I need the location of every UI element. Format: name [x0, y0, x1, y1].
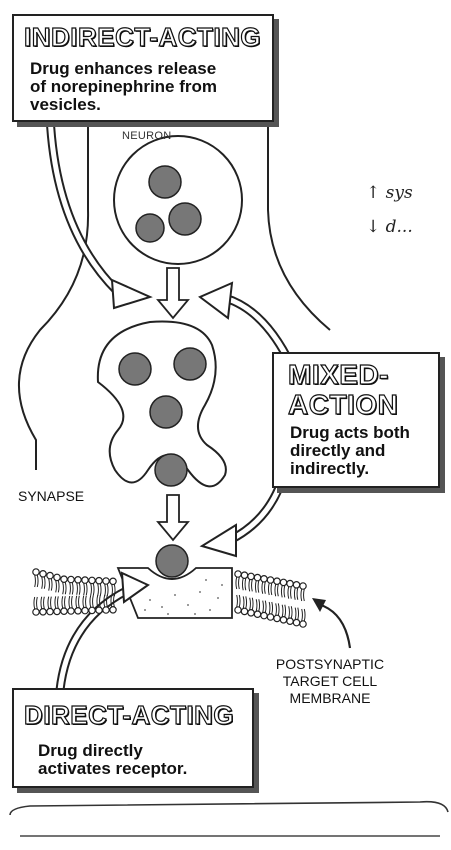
mixed-action-description: Drug acts both directly and indirectly. — [290, 424, 410, 478]
indirect-acting-title: INDIRECT-ACTING — [24, 24, 261, 50]
phospholipid — [267, 577, 273, 595]
phospholipid — [267, 602, 273, 620]
phospholipid — [75, 596, 81, 614]
phospholipid — [40, 597, 46, 615]
vesicle — [136, 214, 164, 242]
direct-acting-box: DIRECT-ACTING Drug directly activates re… — [12, 688, 254, 788]
phospholipid — [254, 574, 260, 592]
vesicle — [155, 454, 187, 486]
phospholipid — [300, 583, 306, 601]
phospholipid — [241, 596, 247, 614]
phospholipid — [33, 597, 39, 615]
phospholipid — [274, 578, 280, 596]
direct-acting-title: DIRECT-ACTING — [24, 702, 234, 728]
phospholipid — [261, 576, 267, 594]
phospholipid — [61, 596, 67, 614]
vesicle — [119, 353, 151, 385]
phospholipid — [241, 572, 247, 590]
neurotransmitter-on-receptor — [156, 545, 188, 577]
handwritten-note: ↑ sys ↓ d... — [366, 176, 413, 244]
phospholipid — [235, 571, 241, 589]
release-arrow-down — [158, 268, 188, 318]
desc-line: indirectly. — [290, 460, 410, 478]
phospholipid — [96, 578, 102, 596]
phospholipid — [287, 606, 293, 624]
desc-line: Drug enhances release — [30, 60, 217, 78]
mixed-arrowhead-down — [202, 525, 236, 556]
phospholipid — [287, 580, 293, 598]
phospholipid — [47, 572, 53, 590]
direct-arrow — [60, 590, 128, 690]
phospholipid — [248, 573, 254, 591]
handwritten-underline — [10, 802, 448, 815]
vesicle — [169, 203, 201, 235]
phospholipid — [33, 569, 39, 587]
desc-line: vesicles. — [30, 96, 217, 114]
indirect-acting-box: INDIRECT-ACTING Drug enhances release of… — [12, 14, 274, 122]
phospholipid — [280, 579, 286, 597]
synapse-label: SYNAPSE — [18, 488, 84, 504]
phospholipid — [274, 603, 280, 621]
label-line: TARGET CELL — [250, 673, 410, 690]
indirect-acting-description: Drug enhances release of norepinephrine … — [30, 60, 217, 114]
phospholipid — [68, 596, 74, 614]
label-line: POSTSYNAPTIC — [250, 656, 410, 673]
note-line: ↑ sys — [366, 176, 413, 210]
phospholipid — [89, 577, 95, 595]
title-line: ACTION — [288, 390, 398, 420]
neuron-cell-circle — [114, 136, 242, 264]
phospholipid — [61, 576, 67, 594]
phospholipid — [261, 601, 267, 619]
phospholipid — [54, 596, 60, 614]
neuron-outline-right — [268, 100, 330, 330]
mixed-arrowhead-up — [200, 283, 232, 318]
phospholipid — [47, 597, 53, 615]
phospholipid — [103, 578, 109, 596]
vesicle — [174, 348, 206, 380]
phospholipid — [68, 576, 74, 594]
desc-line: Drug directly — [38, 742, 187, 760]
mixed-action-box: MIXED- ACTION Drug acts both directly an… — [272, 352, 440, 488]
phospholipid — [280, 605, 286, 623]
phospholipid — [75, 577, 81, 595]
phospholipid — [82, 577, 88, 595]
desc-line: of norepinephrine from — [30, 78, 217, 96]
desc-line: activates receptor. — [38, 760, 187, 778]
indirect-arrow — [50, 115, 118, 292]
mixed-action-title: MIXED- ACTION — [288, 360, 398, 420]
neuron-label: NEURON — [122, 130, 171, 142]
phospholipid — [254, 599, 260, 617]
phospholipid — [248, 598, 254, 616]
desc-line: Drug acts both — [290, 424, 410, 442]
phospholipid — [300, 609, 306, 627]
vesicle — [150, 396, 182, 428]
postsynaptic-membrane-label: POSTSYNAPTIC TARGET CELL MEMBRANE — [250, 656, 410, 707]
phospholipid — [293, 582, 299, 600]
desc-line: directly and — [290, 442, 410, 460]
phospholipid — [235, 595, 241, 613]
phospholipid — [54, 574, 60, 592]
phospholipid — [82, 596, 88, 614]
note-line: ↓ d... — [366, 210, 413, 244]
release-arrow-down — [158, 495, 188, 540]
vesicle — [149, 166, 181, 198]
phospholipid — [293, 608, 299, 626]
label-line: MEMBRANE — [250, 690, 410, 707]
phospholipid — [89, 595, 95, 613]
direct-acting-description: Drug directly activates receptor. — [38, 742, 187, 778]
membrane-pointer-arrow — [318, 604, 350, 648]
indirect-arrowhead — [112, 280, 150, 308]
phospholipid — [40, 571, 46, 589]
title-line: MIXED- — [288, 360, 398, 390]
